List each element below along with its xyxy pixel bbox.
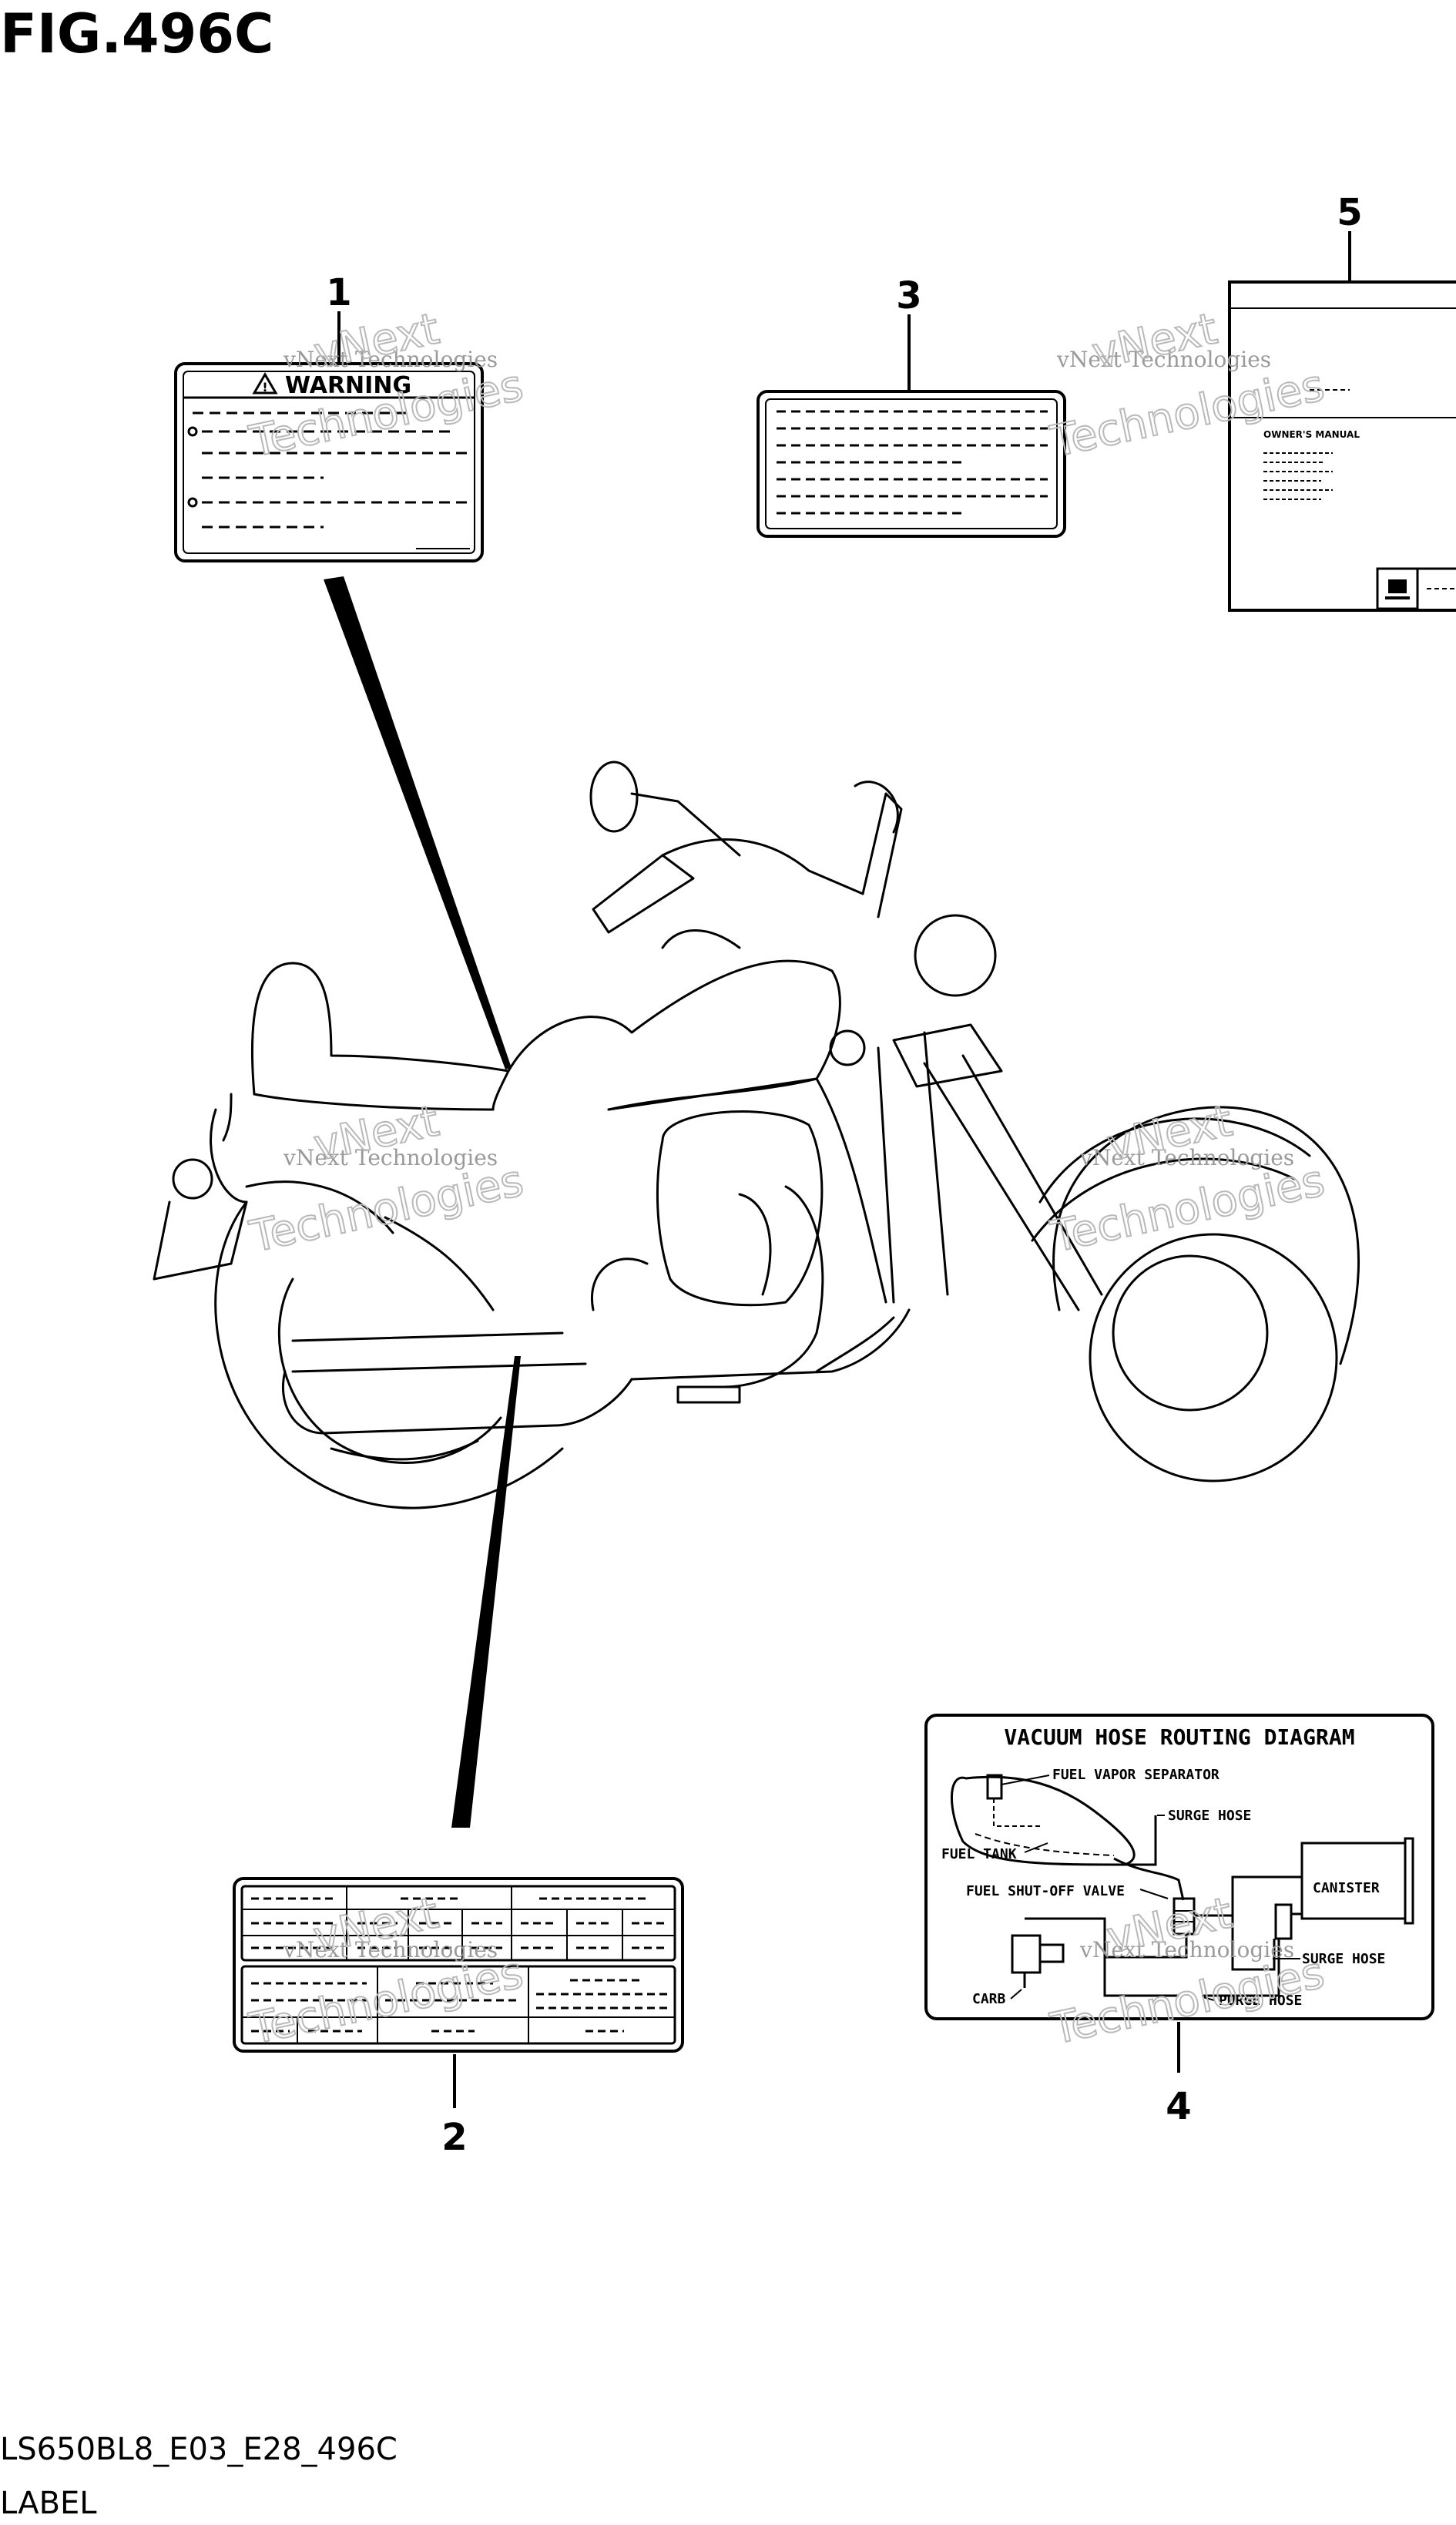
fuel-vapor-separator-shape	[986, 1774, 1003, 1800]
part-surge-hose-top: SURGE HOSE	[1168, 1808, 1251, 1824]
figure-caption: LABEL	[0, 2486, 97, 2521]
label-3	[757, 390, 1066, 538]
figure-title: FIG.496C	[0, 2, 273, 65]
part-carb: CARB	[972, 1991, 1006, 2007]
svg-text:Technologies: Technologies	[1047, 1156, 1329, 1263]
watermark-2: vNext Technologies vNext Technologies	[1045, 303, 1329, 468]
callout-5: 5	[1337, 191, 1362, 234]
label-1-heading: WARNING	[285, 372, 411, 399]
svg-text:!: !	[262, 380, 267, 395]
callout-1: 1	[326, 271, 351, 314]
svg-text:Technologies: Technologies	[245, 1948, 527, 2055]
part-canister: CANISTER	[1313, 1880, 1380, 1896]
vacuum-diagram-title: VACUUM HOSE ROUTING DIAGRAM	[1004, 1724, 1354, 1750]
part-fuel-vapor-separator: FUEL VAPOR SEPARATOR	[1052, 1767, 1219, 1783]
part-surge-hose-bottom: SURGE HOSE	[1302, 1951, 1385, 1967]
watermark-6: vNext Technologies vNext Technologies	[1045, 1887, 1329, 2055]
watermark-3: vNext Technologies vNext Technologies	[245, 1095, 528, 1263]
manual-icon	[1388, 579, 1407, 593]
svg-text:vNext Technologies: vNext Technologies	[1079, 1145, 1294, 1170]
svg-text:Technologies: Technologies	[1046, 1948, 1328, 2055]
figure-code: LS650BL8_E03_E28_496C	[0, 2432, 398, 2467]
part-fuel-shutoff-valve: FUEL SHUT-OFF VALVE	[966, 1883, 1125, 1899]
svg-text:vNext Technologies: vNext Technologies	[1079, 1937, 1294, 1963]
leader-label-2	[451, 1356, 521, 1828]
label-5-manual-text: OWNER'S MANUAL	[1263, 429, 1360, 440]
callout-4: 4	[1166, 2085, 1191, 2128]
watermark-5: vNext Technologies vNext Technologies	[244, 1887, 528, 2055]
callout-2: 2	[441, 2116, 467, 2159]
warning-triangle-icon	[252, 372, 278, 395]
svg-text:Technologies: Technologies	[1046, 361, 1328, 468]
svg-text:vNext Technologies: vNext Technologies	[283, 1145, 498, 1170]
leader-label-1	[324, 576, 512, 1069]
label-5-manual: OWNER'S MANUAL	[1228, 280, 1456, 612]
svg-text:Technologies: Technologies	[246, 1156, 528, 1263]
carb-shape	[1011, 1934, 1042, 1974]
label-1-warning: ! WARNING	[174, 362, 484, 562]
callout-3: 3	[896, 274, 921, 317]
svg-text:vNext Technologies: vNext Technologies	[1056, 347, 1271, 372]
label-4-vacuum-diagram: VACUUM HOSE ROUTING DIAGRAM FUEL VAPOR S…	[924, 1714, 1434, 2020]
part-purge-hose: PURGE HOSE	[1219, 1993, 1302, 2009]
motorcycle-outline	[153, 761, 1360, 1509]
label-2	[233, 1877, 684, 2053]
svg-text:vNext Technologies: vNext Technologies	[283, 347, 498, 372]
part-fuel-tank: FUEL TANK	[941, 1846, 1017, 1862]
svg-text:vNext Technologies: vNext Technologies	[283, 1937, 498, 1963]
